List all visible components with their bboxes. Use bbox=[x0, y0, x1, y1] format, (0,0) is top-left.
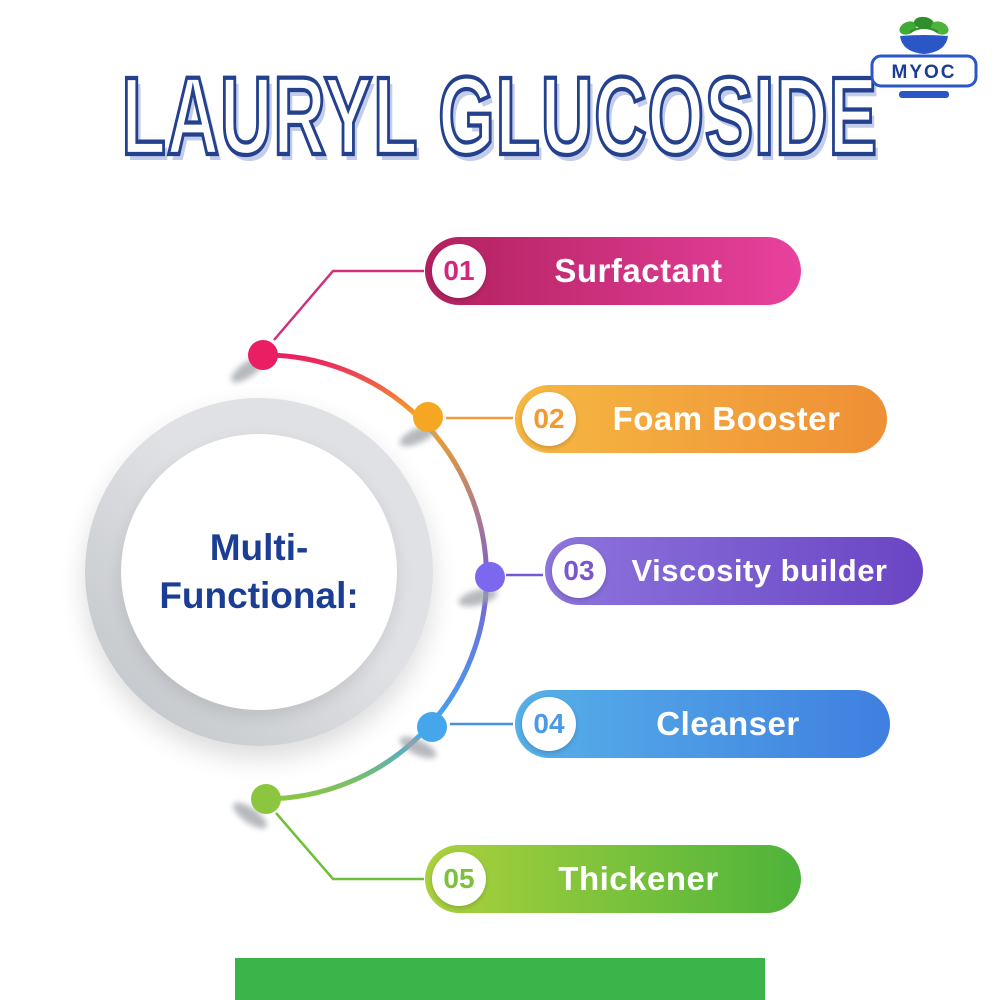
center-donut-inner: Multi- Functional: bbox=[121, 434, 397, 710]
dot-04 bbox=[417, 712, 447, 742]
leaf-icon bbox=[899, 16, 949, 35]
pill-number-badge: 03 bbox=[552, 544, 606, 598]
dot-05 bbox=[251, 784, 281, 814]
pill-number-badge: 02 bbox=[522, 392, 576, 446]
pill-number-badge: 04 bbox=[522, 697, 576, 751]
center-text-line2: Functional: bbox=[159, 575, 359, 616]
pill-label: Thickener bbox=[558, 860, 719, 897]
logo-wordmark: MYOC bbox=[892, 62, 957, 83]
page-title: Lauryl Glucoside bbox=[120, 51, 879, 180]
pill-label: Foam Booster bbox=[612, 400, 841, 437]
feature-pill-thickener: 05 Thickener bbox=[425, 845, 801, 913]
center-text-line1: Multi- bbox=[209, 526, 309, 568]
logo-frame bbox=[870, 54, 978, 88]
pill-number-badge: 01 bbox=[432, 244, 486, 298]
brand-logo: MYOC bbox=[866, 14, 982, 102]
bowl-icon bbox=[900, 35, 948, 54]
center-donut: Multi- Functional: bbox=[85, 398, 433, 746]
logo-underline bbox=[899, 91, 949, 98]
dot-01 bbox=[248, 340, 278, 370]
pill-number-badge: 05 bbox=[432, 852, 486, 906]
pill-label: Viscosity builder bbox=[631, 553, 888, 588]
feature-pill-viscosity-builder: 03 Viscosity builder bbox=[545, 537, 923, 605]
pill-label: Cleanser bbox=[656, 705, 800, 742]
page-title-wrap: Lauryl Glucoside bbox=[0, 51, 1000, 180]
dot-03 bbox=[475, 562, 505, 592]
feature-pill-surfactant: 01 Surfactant bbox=[425, 237, 801, 305]
connector-line-05 bbox=[275, 812, 424, 881]
connector-line-01 bbox=[273, 269, 424, 341]
brand-logo-icon: MYOC bbox=[870, 16, 978, 98]
pill-label: Surfactant bbox=[554, 252, 723, 289]
footer-accent-bar bbox=[235, 958, 765, 1000]
feature-pill-cleanser: 04 Cleanser bbox=[515, 690, 890, 758]
dot-02 bbox=[413, 402, 443, 432]
feature-pill-foam-booster: 02 Foam Booster bbox=[515, 385, 887, 453]
